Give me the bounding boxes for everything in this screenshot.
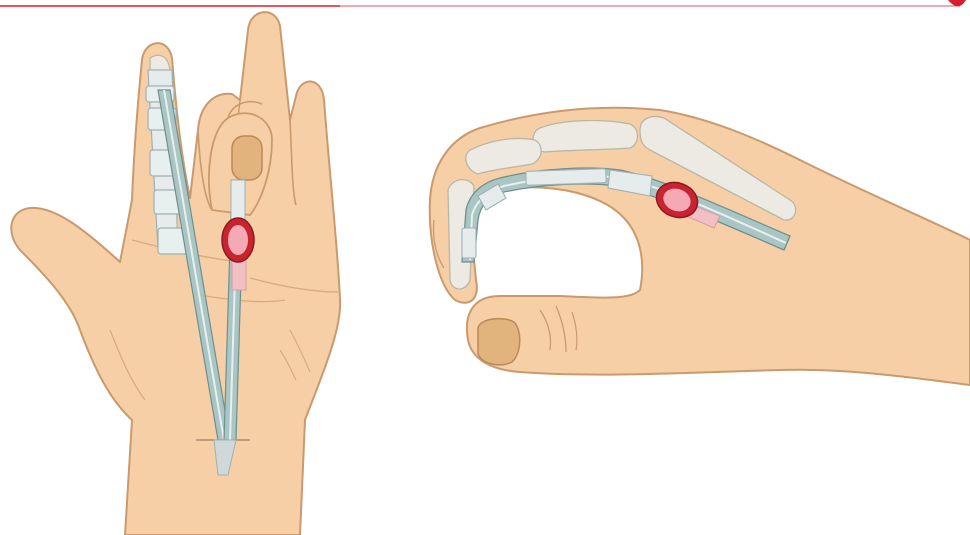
tendon-nodule [222,218,254,262]
palm-hand-outline [11,12,340,535]
side-view [430,108,970,385]
palm-view [11,12,340,535]
thumbnail-icon [478,319,520,365]
top-accent [0,0,966,6]
fingernail-icon [232,136,262,180]
